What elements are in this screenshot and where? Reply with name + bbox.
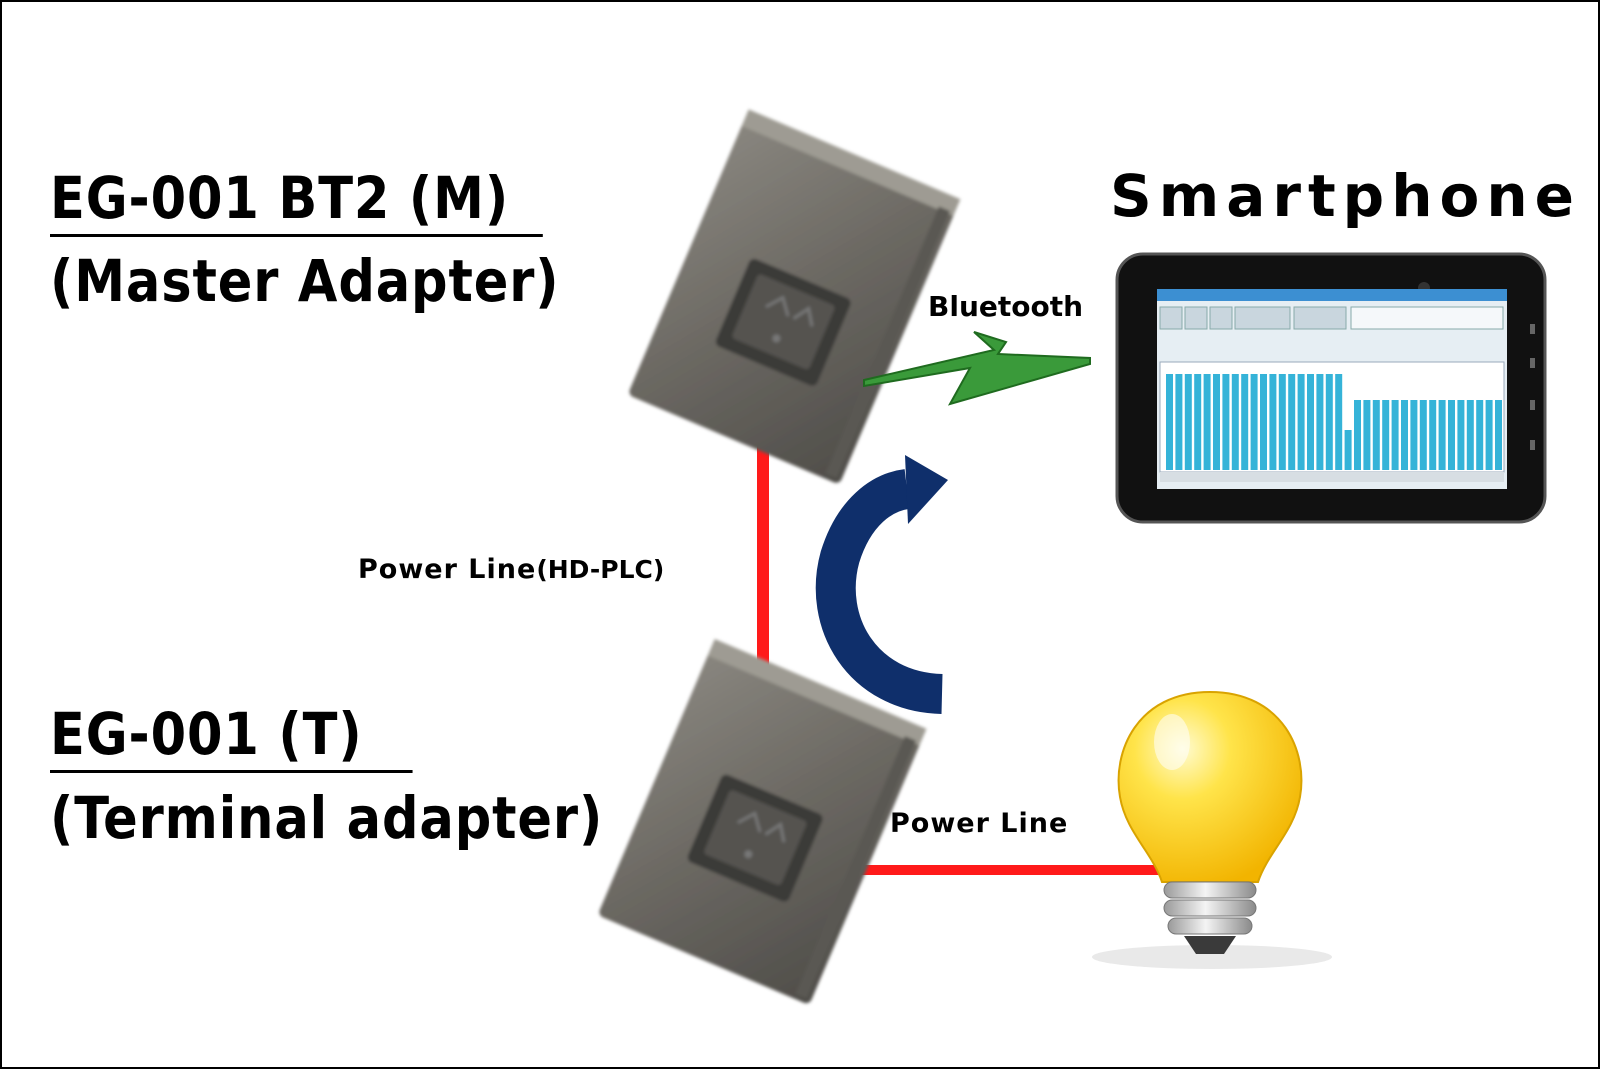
screen-bar: [1419, 400, 1427, 470]
terminal-adapter-device: [599, 638, 927, 1004]
screen-bar: [1495, 400, 1502, 470]
screen-bar: [1241, 374, 1249, 470]
screen-bar: [1344, 430, 1352, 470]
curved-arrow-icon: [815, 455, 948, 714]
screen-bar: [1391, 400, 1399, 470]
power-line-hdplc-label: Power Line(HD-PLC): [358, 554, 664, 585]
screen-bar: [1278, 374, 1286, 470]
screen-bar: [1382, 400, 1390, 470]
screen-bar: [1194, 374, 1202, 470]
screen-bar: [1438, 400, 1446, 470]
screen-bar: [1325, 374, 1333, 470]
master-adapter-title: EG-001 BT2 (M): [50, 164, 543, 237]
smartphone-device: [1115, 252, 1547, 524]
screen-bar: [1372, 400, 1380, 470]
terminal-adapter-subtitle: (Terminal adapter): [50, 784, 604, 852]
master-adapter-subtitle: (Master Adapter): [50, 247, 560, 315]
screen-bar: [1354, 400, 1361, 470]
bluetooth-label: Bluetooth: [928, 290, 1084, 323]
screen-bar: [1231, 374, 1239, 470]
screen-bar: [1166, 374, 1173, 470]
power-line-label: Power Line: [890, 808, 1069, 839]
terminal-adapter-title: EG-001 (T): [50, 700, 413, 773]
screen-bar: [1457, 400, 1465, 470]
screen-bar: [1410, 400, 1418, 470]
screen-bar: [1316, 374, 1324, 470]
screen-bar: [1485, 400, 1493, 470]
master-adapter-device: [629, 109, 961, 483]
lightning-bolt-icon: [863, 331, 1091, 406]
screen-bar: [1184, 374, 1192, 470]
screen-bar: [1222, 374, 1230, 470]
screen-bar: [1260, 374, 1267, 470]
screen-bar: [1476, 400, 1484, 470]
smartphone-title: Smartphone: [1110, 162, 1581, 230]
screen-bar: [1307, 374, 1314, 470]
screen-bar-graph: [1166, 374, 1502, 470]
screen-bar: [1297, 374, 1305, 470]
screen-bar: [1335, 374, 1343, 470]
screen-bar: [1175, 374, 1183, 470]
screen-bar: [1363, 400, 1371, 470]
screen-bar: [1401, 400, 1408, 470]
power-line-hdplc-suffix: (HD-PLC): [536, 555, 665, 584]
screen-bar: [1429, 400, 1437, 470]
light-bulb-icon: [1092, 690, 1332, 969]
screen-bar: [1203, 374, 1211, 470]
screen-bar: [1213, 374, 1220, 470]
screen-bar: [1250, 374, 1258, 470]
power-line-hdplc-main: Power Line: [358, 554, 537, 585]
screen-bar: [1269, 374, 1277, 470]
screen-bar: [1448, 400, 1455, 470]
screen-bar: [1466, 400, 1474, 470]
screen-bar: [1288, 374, 1296, 470]
